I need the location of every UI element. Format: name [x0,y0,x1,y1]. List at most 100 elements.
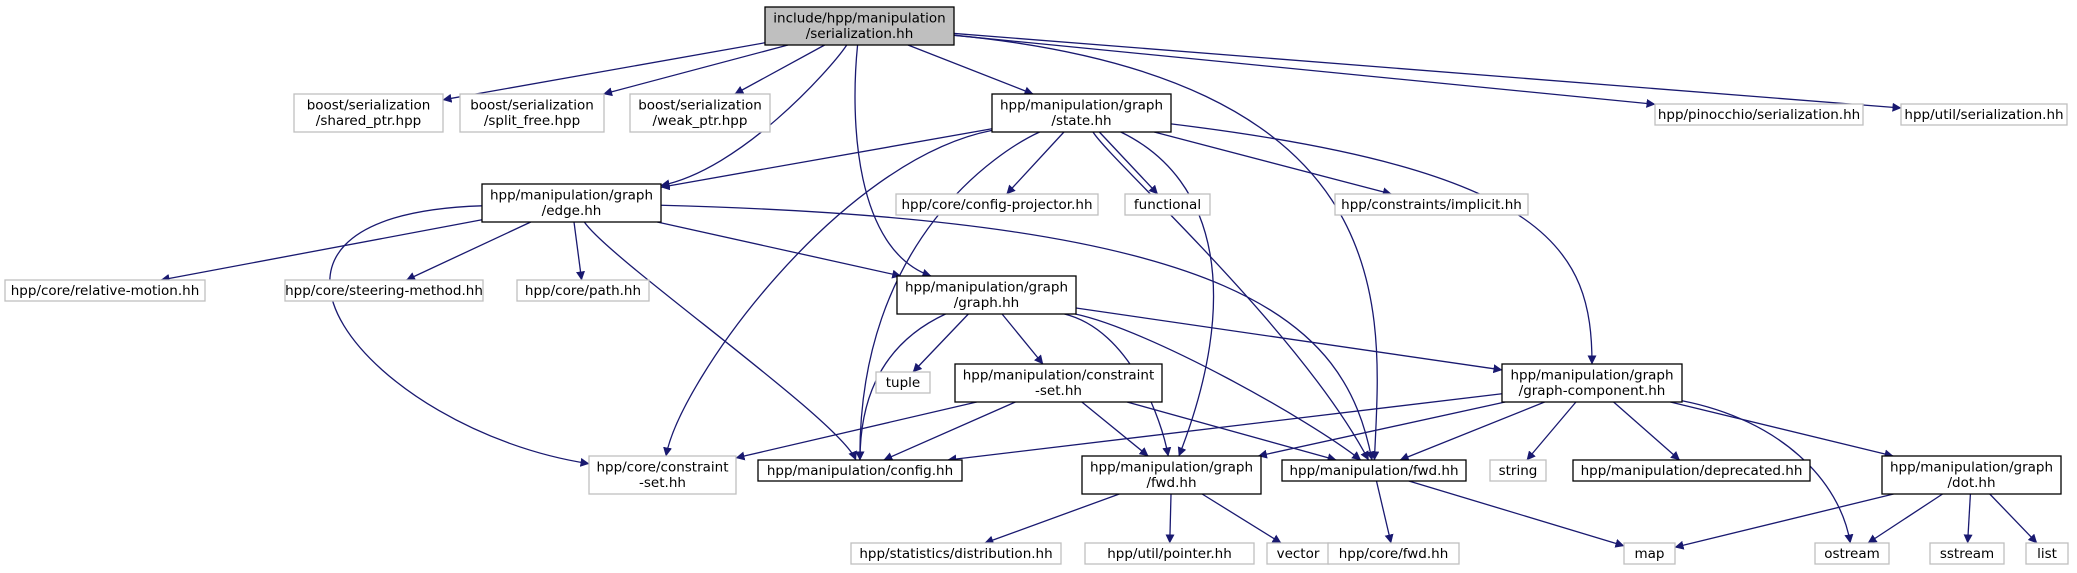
node-box [896,275,1077,315]
edge-state-to-edge [660,128,993,191]
node-map: map [1623,542,1676,565]
node-box [629,93,771,133]
node-label: hpp/manipulation/config.hh [767,463,953,479]
node-label: sstream [1940,546,1994,562]
edge-constraint-set-to-core-constraint-set [735,401,977,461]
node-constraint-set[interactable]: hpp/manipulation/constraint-set.hh [954,363,1163,403]
node-box [1881,455,2062,495]
node-box [459,93,605,133]
node-graph[interactable]: hpp/manipulation/graph/graph.hh [896,275,1077,315]
edge-edge-to-config [583,221,857,461]
edge-dot-to-ostream [1867,493,1943,544]
node-shared-ptr: boost/serialization/shared_ptr.hpp [293,93,444,133]
node-dot[interactable]: hpp/manipulation/graph/dot.hh [1881,455,2062,495]
node-pointer: hpp/util/pointer.hh [1084,542,1255,565]
node-pinocchio-ser: hpp/pinocchio/serialization.hh [1654,103,1864,126]
node-label: /weak_ptr.hpp [653,113,748,129]
node-label: hpp/manipulation/graph [490,188,653,204]
edge-root-to-edge [660,44,848,189]
node-box [481,183,662,223]
node-box [895,193,1099,216]
node-label: hpp/constraints/implicit.hh [1341,197,1522,213]
node-box [588,455,737,495]
node-box [1572,459,1811,482]
node-label: vector [1277,546,1320,562]
node-label: ostream [1824,546,1880,562]
node-label: tuple [886,375,920,391]
edge-edge-to-path [573,221,585,281]
node-box [875,371,931,394]
edge-edge-to-relative-motion [160,219,483,283]
edge-graph-component-to-deprecated [1613,401,1680,461]
node-label: /dot.hh [1947,475,1995,491]
node-ostream: ostream [1814,542,1890,565]
node-root[interactable]: include/hpp/manipulation/serialization.h… [764,6,955,46]
edge-graph-component-to-graph-fwd [1257,401,1506,459]
node-label: boost/serialization [307,98,431,114]
edge-graph-fwd-to-pointer [1165,493,1175,544]
edge-state-to-graph-component [1170,123,1597,365]
node-sstream: sstream [1929,542,2005,565]
node-box [1281,459,1467,482]
edge-root-to-split-free [603,44,789,97]
node-label: -set.hh [639,475,686,491]
node-manip-fwd[interactable]: hpp/manipulation/fwd.hh [1281,459,1467,482]
edge-manip-fwd-to-core-fwd [1375,480,1394,544]
node-label: hpp/core/fwd.hh [1339,546,1449,562]
node-vector: vector [1266,542,1330,565]
node-functional: functional [1124,193,1211,216]
node-label: /graph.hh [954,295,1019,311]
node-box [1654,103,1864,126]
node-string: string [1489,459,1547,482]
node-label: hpp/manipulation/fwd.hh [1289,463,1458,479]
edge-root-to-state [907,44,1034,96]
node-label: string [1499,463,1538,479]
node-config[interactable]: hpp/manipulation/config.hh [757,459,963,482]
edges-layer [160,32,2038,550]
edge-state-to-functional [1098,131,1159,195]
node-core-fwd: hpp/core/fwd.hh [1327,542,1460,565]
edge-state-to-implicit [1154,131,1392,197]
node-label: hpp/manipulation/graph [1000,98,1163,114]
node-box [284,279,484,302]
edge-edge-to-core-constraint-set [329,205,590,467]
node-implicit: hpp/constraints/implicit.hh [1334,193,1529,216]
edge-constraint-set-to-manip-fwd [1126,401,1337,463]
node-edge[interactable]: hpp/manipulation/graph/edge.hh [481,183,662,223]
edge-constraint-set-to-config [883,401,1016,461]
node-label: hpp/pinocchio/serialization.hh [1658,107,1860,123]
node-distribution: hpp/statistics/distribution.hh [850,542,1062,565]
node-box [293,93,444,133]
node-graph-component[interactable]: hpp/manipulation/graph/graph-component.h… [1501,363,1683,403]
edge-graph-component-to-ostream [1681,400,1854,544]
node-state[interactable]: hpp/manipulation/graph/state.hh [991,93,1172,133]
edge-graph-to-config [855,313,946,461]
edge-edge-to-manip-fwd [660,204,1375,461]
node-label: hpp/manipulation/graph [1890,460,2053,476]
edge-root-to-util-ser [953,32,1902,112]
node-deprecated[interactable]: hpp/manipulation/deprecated.hh [1572,459,1811,482]
edge-dot-to-map [1674,493,1894,550]
node-label: hpp/statistics/distribution.hh [859,546,1052,562]
node-box [1900,103,2068,126]
node-box [1929,542,2005,565]
edge-graph-component-to-dot [1670,401,1894,459]
edge-constraint-set-to-graph-fwd [1081,401,1149,457]
edge-graph-component-to-config [947,393,1503,464]
node-label: /shared_ptr.hpp [316,113,421,129]
node-label: functional [1134,197,1201,213]
node-split-free: boost/serialization/split_free.hpp [459,93,605,133]
edge-graph-to-tuple [912,313,969,373]
node-label: -set.hh [1035,383,1082,399]
node-label: list [2037,546,2057,562]
node-tuple: tuple [875,371,931,394]
node-box [516,279,650,302]
edge-dot-to-sstream [1963,493,1973,544]
node-graph-fwd[interactable]: hpp/manipulation/graph/fwd.hh [1081,455,1262,495]
node-box [954,363,1163,403]
node-label: /fwd.hh [1146,475,1196,491]
node-label: hpp/manipulation/graph [1090,460,1253,476]
edge-root-to-graph [854,44,932,278]
node-core-constraint-set: hpp/core/constraint-set.hh [588,455,737,495]
node-box [991,93,1172,133]
